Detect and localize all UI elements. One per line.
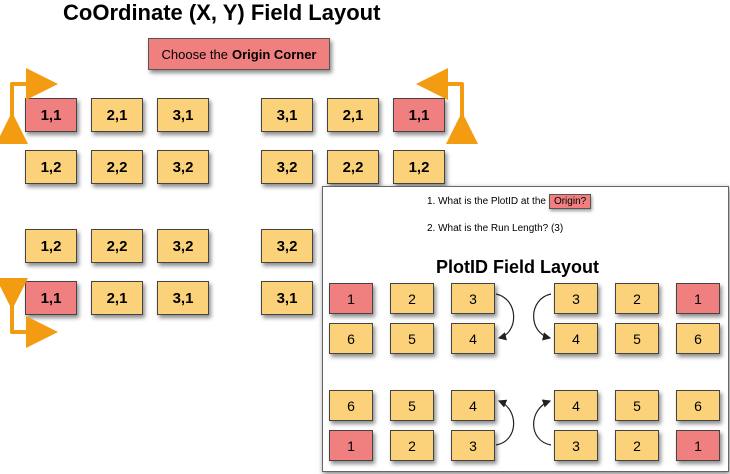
plot-cell[interactable]: 5: [615, 323, 659, 354]
plot-cell[interactable]: 1: [329, 430, 373, 461]
plot-cell[interactable]: 6: [329, 390, 373, 421]
choose-origin-prefix: Choose the: [161, 46, 228, 62]
coord-cell[interactable]: 2,2: [91, 229, 143, 263]
coord-cell[interactable]: 3,1: [261, 98, 313, 132]
plot-cell[interactable]: 4: [554, 390, 598, 421]
coord-cell[interactable]: 3,2: [261, 229, 313, 263]
curved-arrow-icon: [495, 293, 552, 446]
plot-cell[interactable]: 3: [554, 283, 598, 314]
plot-cell[interactable]: 1: [676, 430, 720, 461]
plot-cell[interactable]: 2: [390, 430, 434, 461]
coord-cell[interactable]: 3,1: [157, 98, 209, 132]
coord-cell[interactable]: 3,2: [157, 150, 209, 184]
coord-cell[interactable]: 2,1: [327, 98, 379, 132]
plot-cell[interactable]: 1: [329, 283, 373, 314]
plot-cell[interactable]: 4: [451, 323, 495, 354]
plot-cell[interactable]: 3: [554, 430, 598, 461]
plot-cell[interactable]: 2: [390, 283, 434, 314]
coord-cell[interactable]: 3,2: [157, 229, 209, 263]
coord-cell[interactable]: 2,2: [327, 150, 379, 184]
plot-cell[interactable]: 6: [676, 323, 720, 354]
plot-cell[interactable]: 5: [615, 390, 659, 421]
choose-origin-bold: Origin Corner: [231, 46, 317, 62]
origin-tag[interactable]: Origin?: [548, 194, 592, 209]
coord-cell[interactable]: 3,1: [261, 281, 313, 315]
plot-cell[interactable]: 2: [615, 430, 659, 461]
plot-cell[interactable]: 2: [615, 283, 659, 314]
plot-cell[interactable]: 4: [451, 390, 495, 421]
coord-cell[interactable]: 1,2: [393, 150, 445, 184]
page-title: CoOrdinate (X, Y) Field Layout: [63, 0, 381, 25]
coord-cell[interactable]: 2,1: [91, 281, 143, 315]
coord-cell[interactable]: 1,2: [25, 229, 77, 263]
coord-cell[interactable]: 1,2: [25, 150, 77, 184]
plot-cell[interactable]: 1: [676, 283, 720, 314]
plot-cell[interactable]: 5: [390, 390, 434, 421]
plot-cell[interactable]: 6: [676, 390, 720, 421]
plot-cell[interactable]: 3: [451, 430, 495, 461]
question-2: 2. What is the Run Length? (3): [427, 223, 564, 234]
coord-cell[interactable]: 2,2: [91, 150, 143, 184]
question-1-text: 1. What is the PlotID at the: [427, 196, 546, 207]
plot-cell[interactable]: 5: [390, 323, 434, 354]
coord-cell[interactable]: 3,2: [261, 150, 313, 184]
coord-cell[interactable]: 3,1: [157, 281, 209, 315]
coord-cell[interactable]: 2,1: [91, 98, 143, 132]
plot-cell[interactable]: 4: [554, 323, 598, 354]
panel-title: PlotID Field Layout: [436, 257, 600, 277]
plot-cell[interactable]: 3: [451, 283, 495, 314]
plot-cell[interactable]: 6: [329, 323, 373, 354]
